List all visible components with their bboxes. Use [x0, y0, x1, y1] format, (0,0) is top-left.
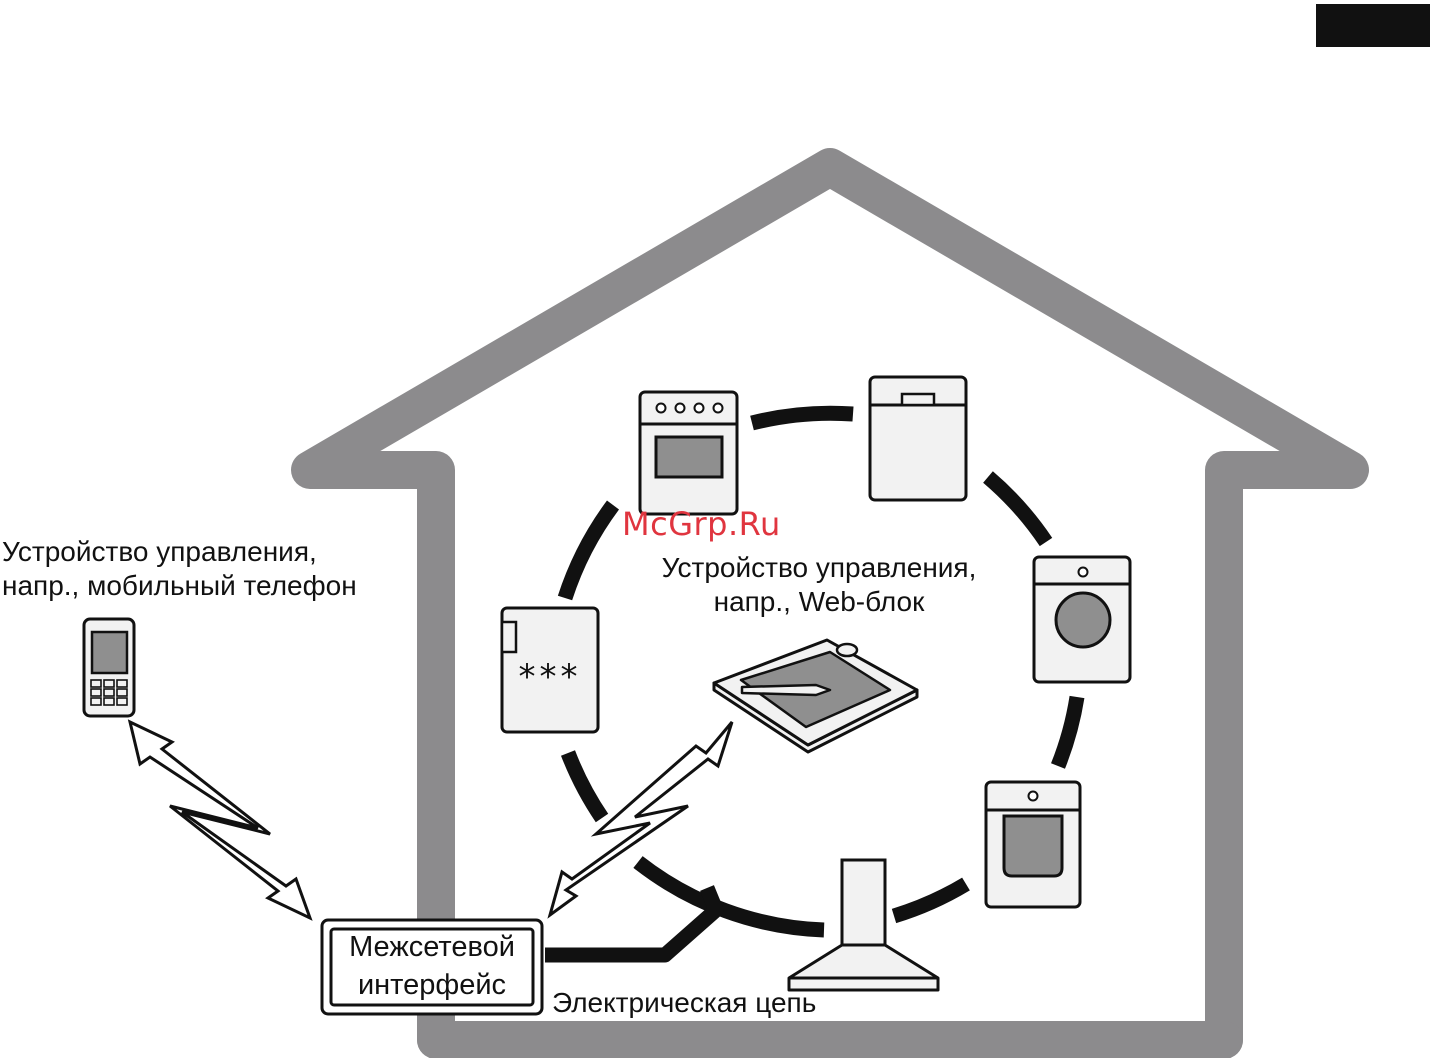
stove-icon	[640, 392, 737, 514]
watermark: McGrp.Ru	[622, 505, 781, 543]
phone-label-line-1: Устройство управления,	[2, 535, 357, 569]
gateway-label-line-1: Межсетевой	[322, 928, 542, 966]
wireless-link-webblock	[550, 722, 732, 915]
washing-machine-icon	[1034, 557, 1130, 682]
phone-controller-label: Устройство управления, напр., мобильный …	[2, 535, 357, 603]
dryer-icon	[986, 782, 1080, 907]
gateway-label-line-2: интерфейс	[322, 966, 542, 1004]
dishwasher-icon	[870, 377, 966, 500]
wireless-link-phone	[130, 722, 310, 918]
fridge-icon: ***	[502, 608, 598, 732]
phone-label-line-2: напр., мобильный телефон	[2, 569, 357, 603]
circuit-label: Электрическая цепь	[552, 986, 816, 1020]
fridge-star-label: ***	[519, 657, 582, 697]
gateway-label: Межсетевой интерфейс	[322, 920, 542, 1008]
tablet-icon	[714, 640, 917, 752]
webblock-label-line-1: Устройство управления,	[636, 551, 1002, 585]
webblock-controller-label: Устройство управления, напр., Web-блок	[636, 551, 1002, 619]
mobile-phone-icon	[84, 619, 134, 716]
webblock-label-line-2: напр., Web-блок	[636, 585, 1002, 619]
